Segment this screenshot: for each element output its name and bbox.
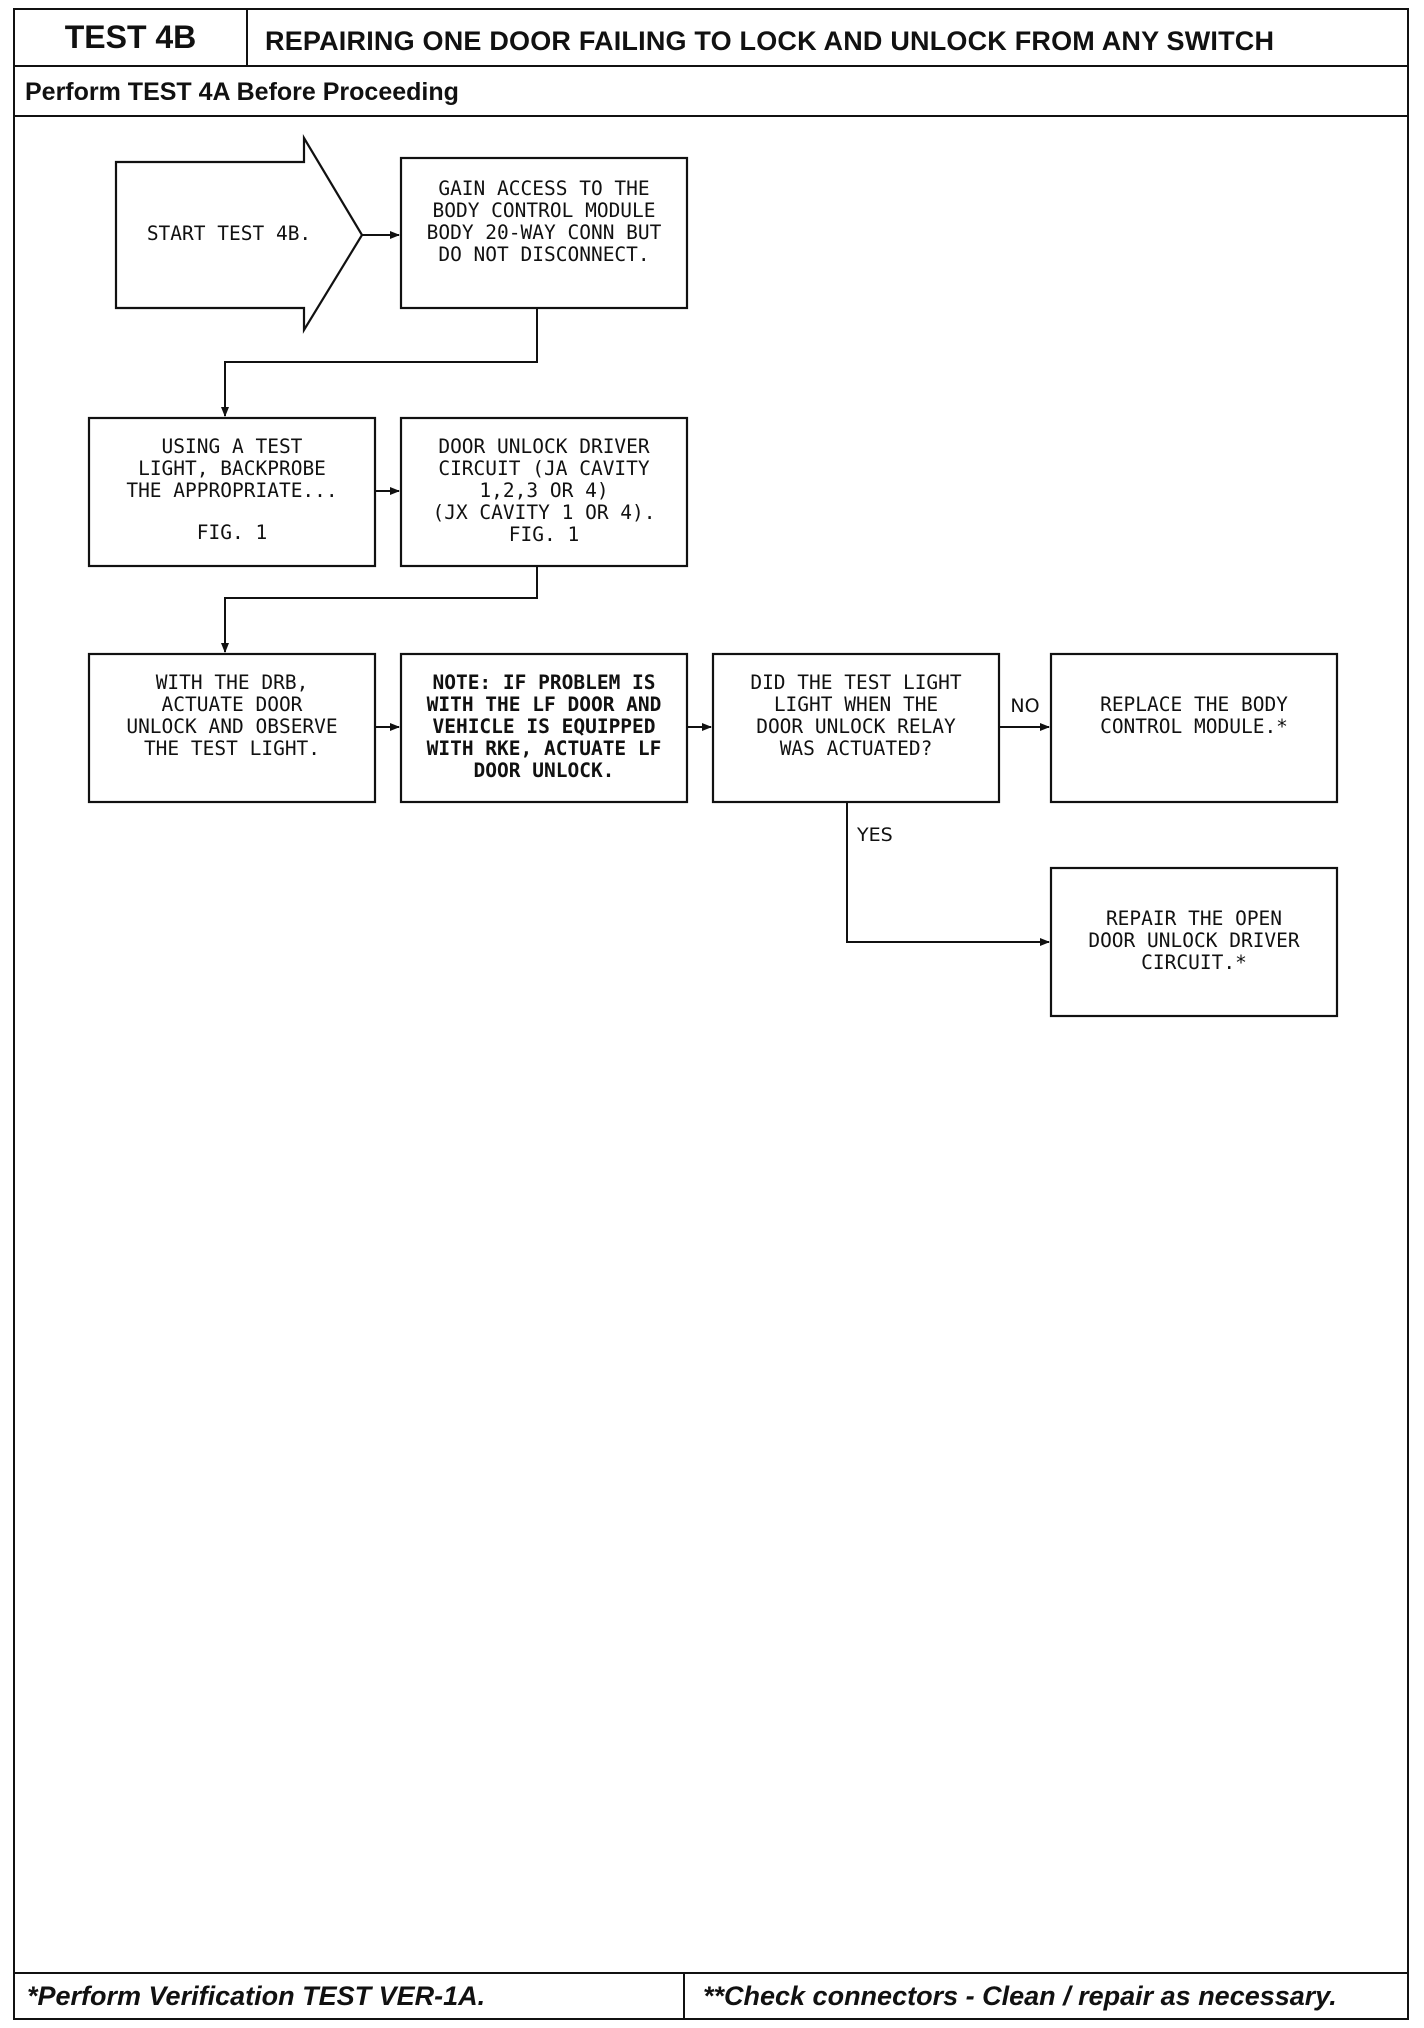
replace-line: CONTROL MODULE.* xyxy=(1100,715,1288,738)
driver-circuit-line: CIRCUIT (JA CAVITY xyxy=(438,457,650,480)
drb-text: WITH THE DRB, ACTUATE DOOR UNLOCK AND OB… xyxy=(126,671,337,760)
test-light-line: LIGHT, BACKPROBE xyxy=(138,457,326,480)
repair-line: DOOR UNLOCK DRIVER xyxy=(1088,929,1300,952)
note-line: DOOR UNLOCK. xyxy=(474,759,615,782)
no-label: NO xyxy=(1010,695,1039,717)
question-text: DID THE TEST LIGHT LIGHT WHEN THE DOOR U… xyxy=(750,671,962,760)
start-line: START TEST 4B. xyxy=(147,222,311,245)
footer-bar: *Perform Verification TEST VER-1A. **Che… xyxy=(15,1972,1407,2018)
question-line: DID THE TEST LIGHT xyxy=(750,671,962,694)
gain-access-line: GAIN ACCESS TO THE xyxy=(438,177,649,200)
replace-line: REPLACE THE BODY xyxy=(1100,693,1288,716)
gain-access-line: BODY CONTROL MODULE xyxy=(432,199,655,222)
start-text: START TEST 4B. xyxy=(147,222,311,245)
test-light-line: FIG. 1 xyxy=(197,521,267,544)
note-box xyxy=(399,652,689,804)
connector-access-to-testlight xyxy=(221,308,538,417)
gain-access-box xyxy=(399,156,689,310)
repair-line: CIRCUIT.* xyxy=(1141,951,1247,974)
driver-circuit-line: DOOR UNLOCK DRIVER xyxy=(438,435,650,458)
question-line: DOOR UNLOCK RELAY xyxy=(756,715,956,738)
drb-line: ACTUATE DOOR xyxy=(162,693,303,716)
drb-line: WITH THE DRB, xyxy=(156,671,309,694)
driver-circuit-text: DOOR UNLOCK DRIVER CIRCUIT (JA CAVITY 1,… xyxy=(432,435,655,546)
start-arrow-shape xyxy=(114,134,364,334)
repair-box xyxy=(1049,866,1339,1018)
connector-driver-to-drb xyxy=(221,566,538,653)
drb-box xyxy=(87,652,377,804)
drb-line: THE TEST LIGHT. xyxy=(144,737,320,760)
yes-label: YES xyxy=(856,824,893,846)
test-light-line: THE APPROPRIATE... xyxy=(126,479,337,502)
footer-connector-note: **Check connectors - Clean / repair as n… xyxy=(703,1981,1337,2011)
header-bar: TEST 4B REPAIRING ONE DOOR FAILING TO LO… xyxy=(15,10,1407,67)
driver-circuit-line: FIG. 1 xyxy=(509,523,579,546)
note-line: NOTE: IF PROBLEM IS xyxy=(432,671,655,694)
test-light-line: USING A TEST xyxy=(162,435,303,458)
repair-line: REPAIR THE OPEN xyxy=(1106,907,1282,930)
note-line: WITH THE LF DOOR AND xyxy=(427,693,662,716)
note-line: WITH RKE, ACTUATE LF xyxy=(427,737,662,760)
question-line: WAS ACTUATED? xyxy=(780,737,933,760)
gain-access-line: BODY 20-WAY CONN BUT xyxy=(427,221,662,244)
drb-line: UNLOCK AND OBSERVE xyxy=(126,715,337,738)
test-sheet: TEST 4B REPAIRING ONE DOOR FAILING TO LO… xyxy=(13,8,1409,2020)
note-text: NOTE: IF PROBLEM IS WITH THE LF DOOR AND… xyxy=(427,671,662,782)
footer-verification-note: *Perform Verification TEST VER-1A. xyxy=(15,1974,685,2018)
test-id: TEST 4B xyxy=(15,10,248,65)
connector-yes-branch xyxy=(846,802,1050,946)
replace-box xyxy=(1049,652,1339,804)
note-line: VEHICLE IS EQUIPPED xyxy=(432,715,655,738)
question-box xyxy=(711,652,1001,804)
test-light-text: USING A TEST LIGHT, BACKPROBE THE APPROP… xyxy=(126,435,337,544)
replace-text: REPLACE THE BODY CONTROL MODULE.* xyxy=(1100,693,1288,738)
test-light-box xyxy=(87,416,377,568)
prerequisite-note: Perform TEST 4A Before Proceeding xyxy=(15,67,1407,117)
driver-circuit-box xyxy=(399,416,689,568)
driver-circuit-line: 1,2,3 OR 4) xyxy=(479,479,608,502)
question-line: LIGHT WHEN THE xyxy=(774,693,938,716)
driver-circuit-line: (JX CAVITY 1 OR 4). xyxy=(432,501,655,524)
repair-text: REPAIR THE OPEN DOOR UNLOCK DRIVER CIRCU… xyxy=(1088,907,1300,974)
gain-access-text: GAIN ACCESS TO THE BODY CONTROL MODULE B… xyxy=(427,177,662,266)
test-title: REPAIRING ONE DOOR FAILING TO LOCK AND U… xyxy=(265,26,1275,56)
gain-access-line: DO NOT DISCONNECT. xyxy=(438,243,649,266)
